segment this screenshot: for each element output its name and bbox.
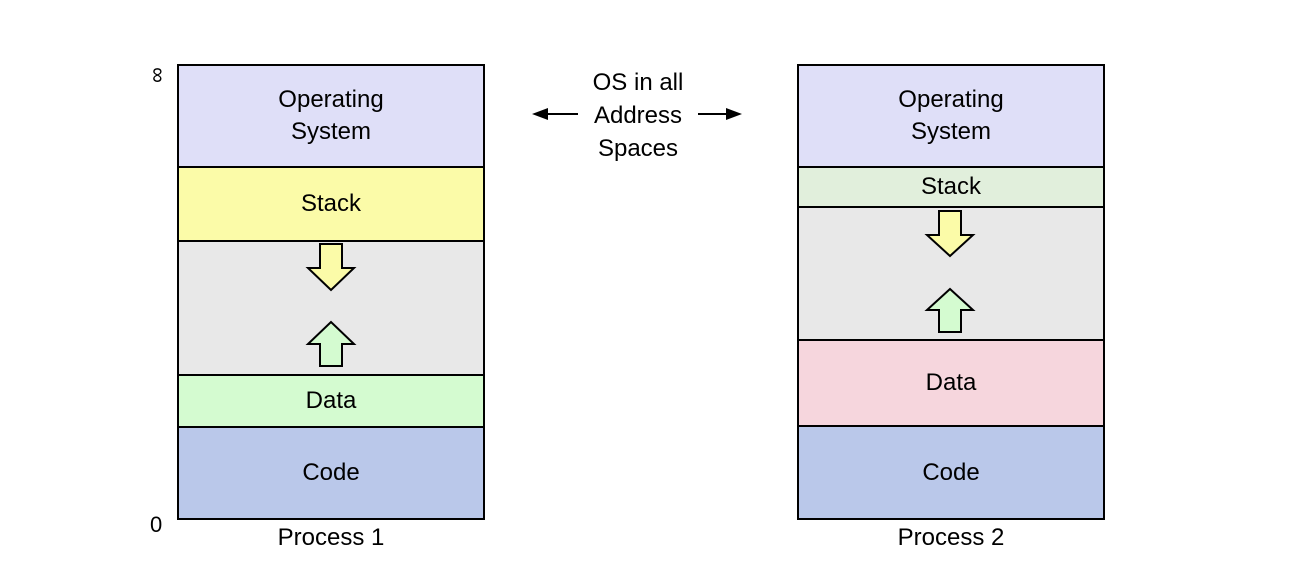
process1-stack-segment: Stack <box>179 168 483 242</box>
left-double-arrow <box>532 108 578 120</box>
os-shared-note-line2: Address <box>593 102 683 129</box>
process1-data-growth-up-arrow <box>305 320 357 367</box>
process2-data-segment: Data <box>799 341 1103 427</box>
process1-stack-growth-down-arrow <box>305 243 357 292</box>
process2-data-growth-up-arrow <box>924 287 976 333</box>
process1-code-segment: Code <box>179 428 483 518</box>
process1-data-segment: Data <box>179 376 483 428</box>
process1-label: Process 1 <box>277 524 385 551</box>
process2-stack-segment: Stack <box>799 168 1103 208</box>
zero-label: 0 <box>150 512 163 537</box>
process2-os-segment: Operating System <box>799 66 1103 168</box>
right-double-arrow <box>698 108 742 120</box>
process1-os-segment: Operating System <box>179 66 483 168</box>
os-shared-note: OS in all Address Spaces <box>568 66 708 165</box>
os-shared-note-line1: OS in all <box>592 69 684 96</box>
process1-address-space: Operating System Stack Data Code <box>177 64 485 520</box>
process2-stack-growth-down-arrow <box>924 210 976 258</box>
process2-code-segment: Code <box>799 427 1103 518</box>
process2-label: Process 2 <box>897 524 1005 551</box>
os-shared-note-line3: Spaces <box>597 135 679 162</box>
